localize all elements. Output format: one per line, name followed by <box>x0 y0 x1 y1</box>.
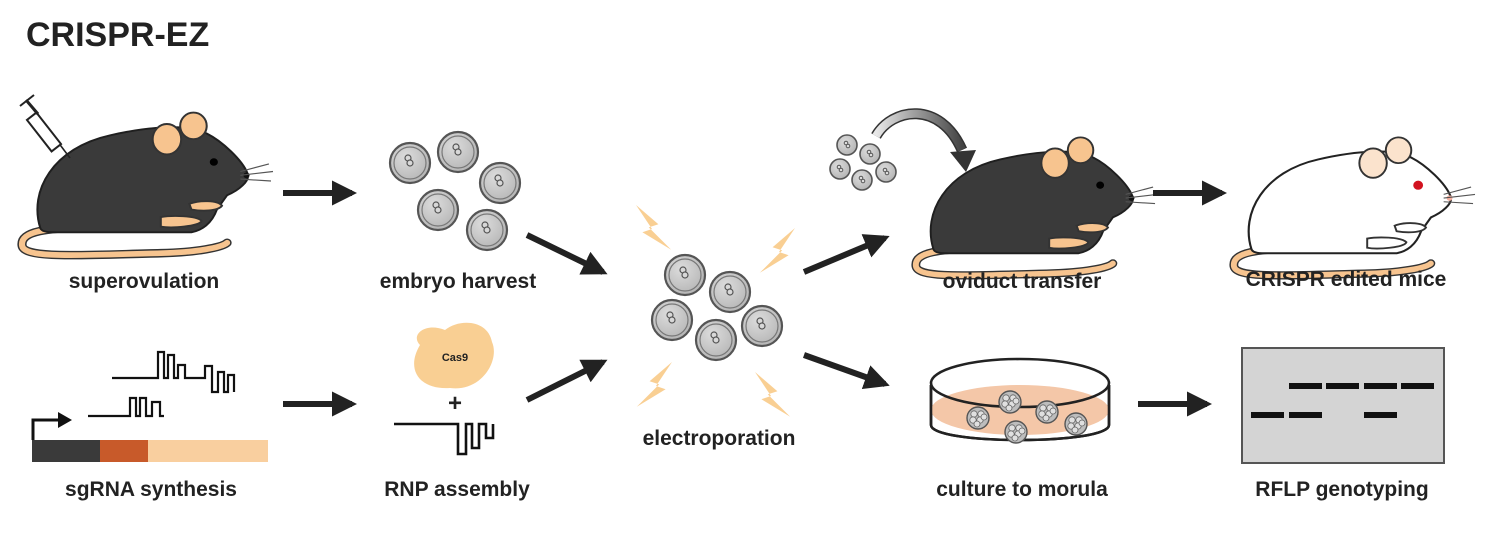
sgrna-molecule <box>394 422 495 456</box>
recipient-mouse <box>916 137 1157 275</box>
label-oviduct-transfer: oviduct transfer <box>942 270 1102 293</box>
plus-sign: + <box>447 390 463 417</box>
edited-mouse <box>1234 137 1475 275</box>
label-superovulation: superovulation <box>68 270 220 293</box>
rflp-gel <box>1241 347 1445 464</box>
label-rflp-genotyping: RFLP genotyping <box>1255 478 1429 501</box>
cas9-protein <box>414 322 494 389</box>
transfer-curve-arrow <box>871 108 976 172</box>
label-culture-to-morula: culture to morula <box>936 478 1108 501</box>
label-electroporation: electroporation <box>642 427 796 450</box>
process-arrows <box>283 180 1228 417</box>
sgrna-dna-construct <box>31 350 268 462</box>
syringe-icon <box>19 94 71 159</box>
harvested-embryos <box>388 130 522 252</box>
label-sgrna-synthesis: sgRNA synthesis <box>65 478 237 501</box>
transfer-embryos <box>829 134 897 191</box>
diagram-title: CRISPR-EZ <box>26 16 210 54</box>
label-rnp-assembly: RNP assembly <box>384 478 530 501</box>
donor-mouse <box>22 113 273 256</box>
cas9-label: Cas9 <box>441 352 469 364</box>
label-edited-mice: CRISPR edited mice <box>1245 268 1447 291</box>
label-embryo-harvest: embryo harvest <box>379 270 537 293</box>
